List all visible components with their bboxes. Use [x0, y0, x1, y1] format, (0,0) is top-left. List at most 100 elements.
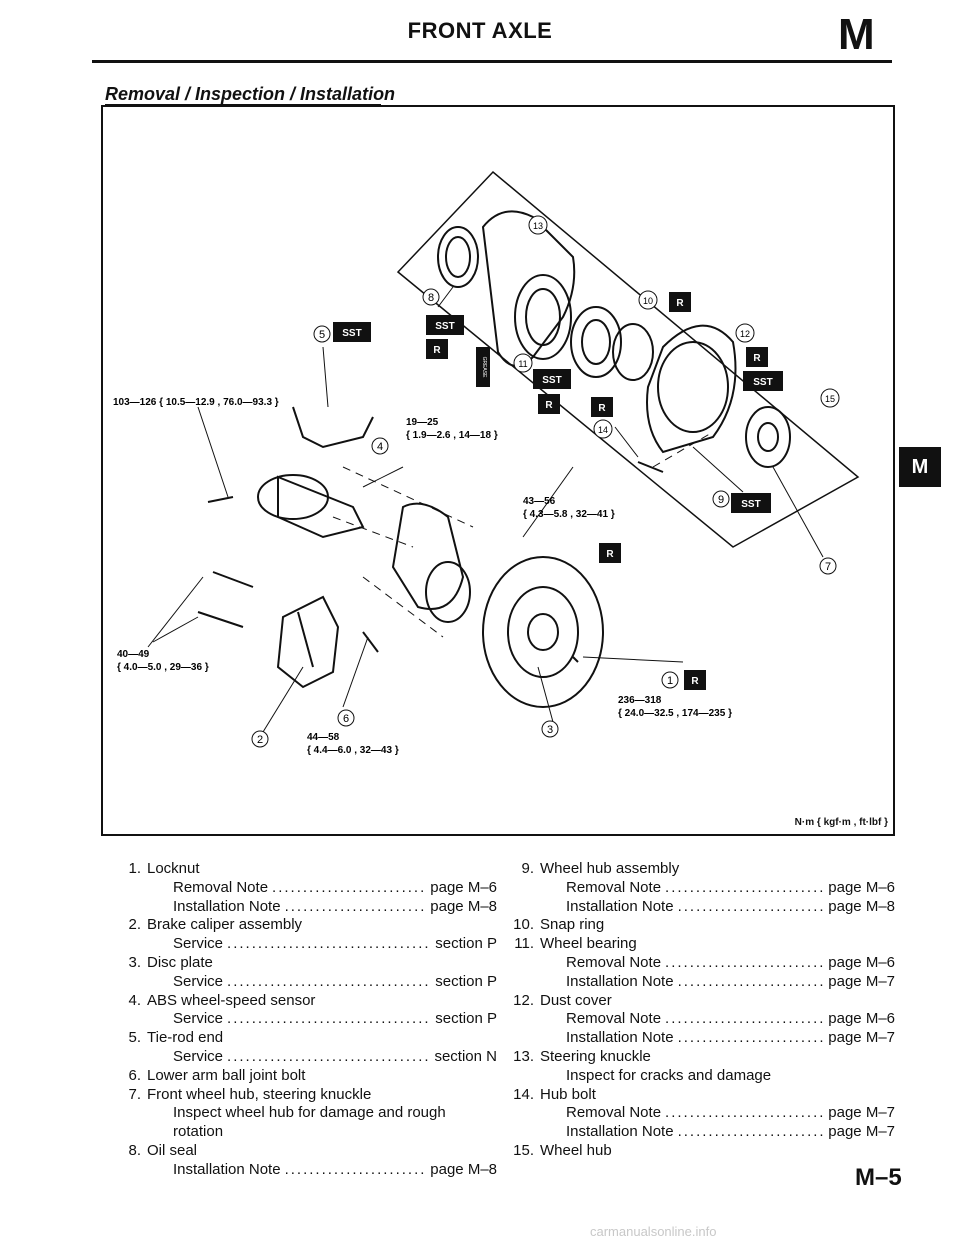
torque-units-note: N·m { kgf·m , ft·lbf }	[794, 817, 888, 828]
torque-label: 44—58 { 4.4—6.0 , 32—43 }	[307, 732, 399, 756]
svg-text:2: 2	[257, 734, 263, 746]
svg-text:11: 11	[518, 359, 527, 369]
part-name: Oil seal	[147, 1141, 198, 1159]
page-number: M–5	[855, 1164, 902, 1191]
leader-dots	[665, 1010, 824, 1029]
part-name: Wheel hub	[540, 1141, 612, 1159]
svg-text:6: 6	[343, 713, 349, 725]
procedure-label: Service	[173, 972, 224, 990]
leader-dots	[227, 1010, 431, 1029]
procedure-label: Service	[173, 1010, 224, 1028]
procedure-reference: page M–7	[828, 1123, 895, 1141]
part-procedure-row: Removal Notepage M–6	[510, 954, 895, 973]
part-name: Disc plate	[147, 953, 213, 971]
part-procedure-row: Installation Note page M–8	[510, 898, 895, 917]
parts-list-item: 4.ABS wheel-speed sensorServicesection P	[117, 992, 497, 1030]
part-number: 5.	[128, 1029, 141, 1047]
parts-list-item: 10.Snap ring	[510, 916, 895, 935]
part-title: 12.Dust cover	[510, 992, 895, 1011]
parts-list-item: 15.Wheel hub	[510, 1142, 895, 1161]
leader-dots	[678, 1123, 825, 1142]
callout-8: 8	[422, 288, 440, 306]
svg-text:4: 4	[377, 441, 383, 453]
part-title: 13. Steering knuckle	[510, 1048, 895, 1067]
inset-outline	[396, 170, 860, 548]
part-title: 11.Wheel bearing	[510, 935, 895, 954]
part-title: 3.Disc plate	[117, 954, 497, 973]
part-name: Brake caliper assembly	[147, 916, 303, 934]
callout-2: 2	[251, 730, 269, 748]
part-procedure-row: Service section P	[117, 973, 497, 992]
procedure-label: Installation Note	[566, 1123, 674, 1141]
leader-lines	[147, 286, 824, 733]
svg-text:{ 4.4—6.0 , 32—43 }: { 4.4—6.0 , 32—43 }	[307, 745, 399, 756]
procedure-label: Installation Note	[566, 897, 674, 915]
part-procedure-row: Removal Notepage M–7	[510, 1104, 895, 1123]
svg-text:R: R	[691, 676, 699, 687]
part-procedure-row: Servicesection N	[117, 1048, 497, 1067]
part-title: 5.Tie-rod end	[117, 1029, 497, 1048]
sst-badge: SST	[743, 371, 783, 391]
part-procedure-row: Installation Notepage M–7	[510, 1029, 895, 1048]
procedure-reference: page M–8	[828, 897, 895, 915]
part-title: 2.Brake caliper assembly	[117, 916, 497, 935]
main-assembly-drawing	[197, 406, 604, 708]
part-title: 6.Lower arm ball joint bolt	[117, 1067, 497, 1086]
procedure-reference: page M–8	[430, 1160, 497, 1178]
procedure-label: Removal Note	[566, 878, 662, 896]
dashed-guides	[332, 431, 714, 638]
procedure-reference: page M–6	[430, 878, 497, 896]
callout-11: 11	[513, 353, 533, 373]
part-number: 13.	[513, 1047, 534, 1065]
svg-text:{ 4.3—5.8 , 32—41 }: { 4.3—5.8 , 32—41 }	[523, 509, 615, 520]
leader-dots	[285, 1161, 427, 1180]
callout-6: 6	[337, 709, 355, 727]
procedure-reference: page M–7	[828, 1104, 895, 1122]
sst-badge: SST	[533, 369, 571, 389]
leader-dots	[678, 1029, 825, 1048]
part-procedure-row: Removal Note page M–6	[510, 1010, 895, 1029]
part-title: 15.Wheel hub	[510, 1142, 895, 1161]
leader-dots	[665, 879, 824, 898]
part-note: Inspect wheel hub for damage and rough	[173, 1104, 446, 1122]
svg-text:SST: SST	[753, 377, 772, 388]
callout-7: 7	[819, 557, 837, 575]
part-name: Steering knuckle	[540, 1047, 651, 1065]
part-name: ABS wheel-speed sensor	[147, 991, 316, 1009]
watermark: carmanualsonline.info	[590, 1224, 717, 1239]
part-number: 6.	[128, 1066, 141, 1084]
part-title: 4.ABS wheel-speed sensor	[117, 992, 497, 1011]
procedure-reference: page M–7	[828, 1029, 895, 1047]
procedure-reference: section P	[435, 935, 497, 953]
section-title-underline	[105, 104, 381, 105]
callout-10: 10	[638, 290, 658, 310]
procedure-label: Service	[173, 935, 224, 953]
svg-text:GREASE: GREASE	[481, 357, 487, 379]
part-procedure-row: Servicesection P	[117, 1010, 497, 1029]
procedure-reference: page M–6	[828, 1010, 895, 1028]
part-number: 9.	[521, 860, 534, 877]
r-badge: R	[591, 397, 613, 417]
procedure-reference: page M–7	[828, 972, 895, 990]
part-procedure-row: Installation Notepage M–8	[117, 898, 497, 917]
exploded-diagram-frame	[101, 105, 895, 836]
svg-text:R: R	[545, 400, 553, 411]
part-name: Wheel hub assembly	[540, 860, 680, 877]
procedure-label: Removal Note	[566, 1010, 662, 1028]
part-title: 14.Hub bolt	[510, 1086, 895, 1105]
svg-text:10: 10	[643, 296, 653, 306]
section-letter: M	[838, 10, 875, 59]
leader-dots	[285, 898, 427, 917]
procedure-reference: section P	[435, 972, 497, 990]
part-procedure-row: Service section P	[117, 935, 497, 954]
procedure-label: Installation Note	[173, 1160, 281, 1178]
part-number: 12.	[513, 991, 534, 1009]
procedure-reference: page M–8	[430, 897, 497, 915]
